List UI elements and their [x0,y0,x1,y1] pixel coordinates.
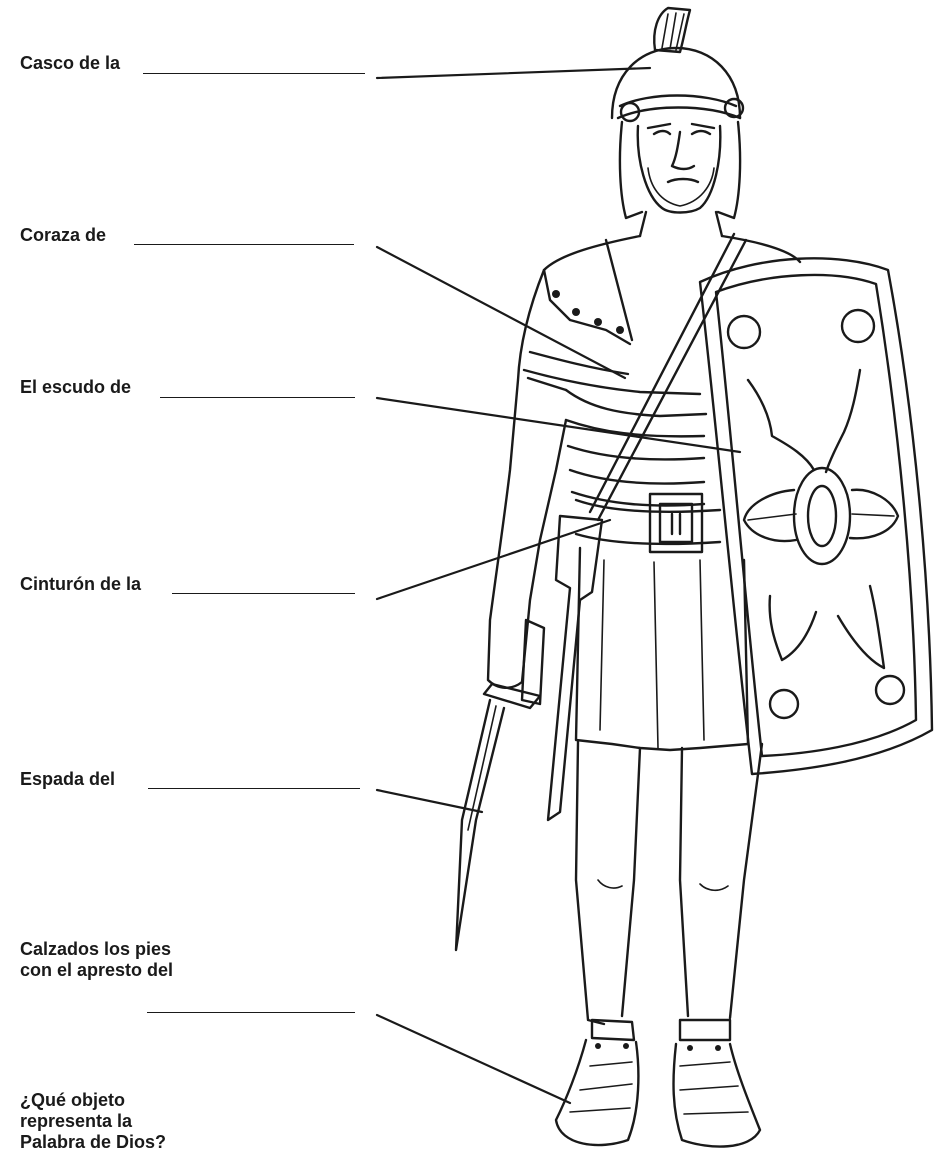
neck [640,212,722,236]
breastplate-bands [524,352,706,506]
torso [488,236,800,688]
legs [576,742,762,1024]
pointer-lines [377,68,740,1103]
helmet-crest [654,8,690,52]
sword [456,620,544,950]
sandals [556,1020,760,1147]
scabbard [548,516,602,820]
shield [700,258,932,774]
helmet [612,48,743,218]
face [638,124,721,213]
tunic [576,548,748,750]
shoulder-strap [590,234,746,520]
